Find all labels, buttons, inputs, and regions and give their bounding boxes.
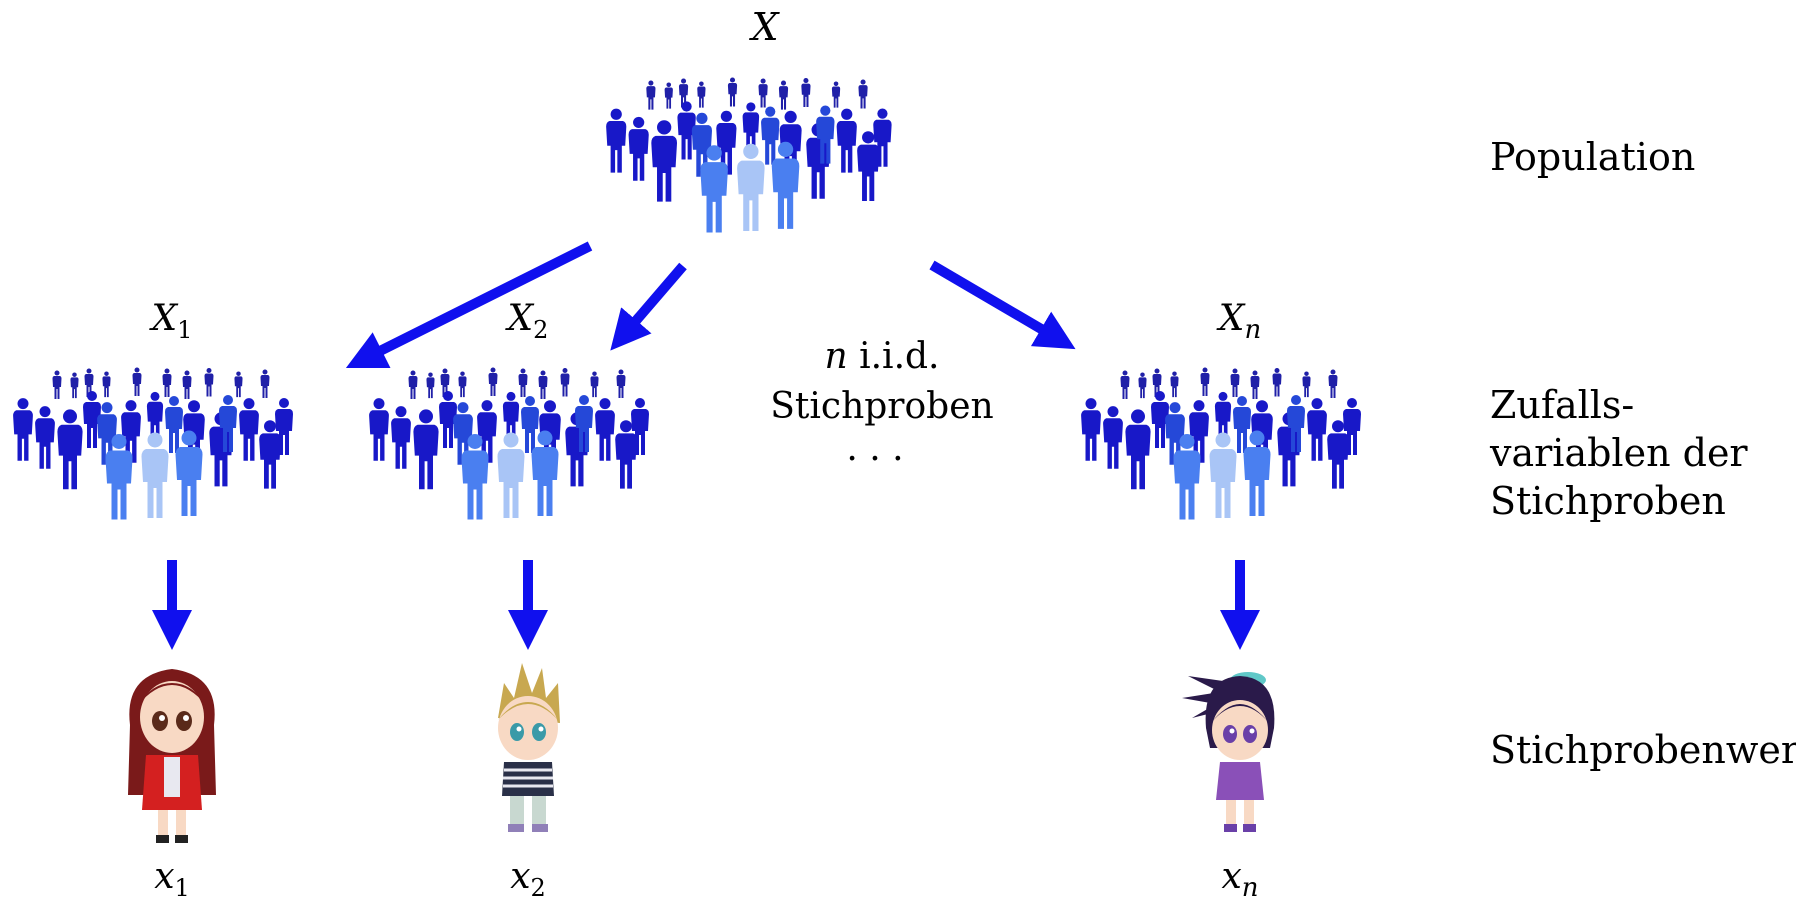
sample-var-2: X2 (505, 298, 549, 344)
iid-note-ellipsis: . . . (846, 428, 903, 469)
sample-value-n: xn (1221, 856, 1258, 903)
svg-text:X: X (748, 5, 780, 49)
sample-value-1: x1 (154, 856, 190, 902)
sample-crowd-n (1081, 368, 1361, 520)
iid-note-line1: n i.i.d. (824, 336, 939, 377)
row-label-random-vars-2: variablen der (1489, 431, 1748, 475)
arrow-to-sample-1 (345, 241, 593, 369)
sample-value-character-n (1182, 672, 1275, 832)
sample-var-n: Xn (1216, 298, 1261, 345)
sample-value-2: x2 (510, 856, 546, 902)
population-var: X (748, 5, 780, 49)
sampling-arrows (345, 241, 1076, 369)
sample-crowd-1 (13, 368, 293, 520)
sample-crowd-2 (369, 368, 649, 520)
iid-note-line2: Stichproben (770, 386, 993, 427)
row-label-random-vars-1: Zufalls- (1490, 383, 1634, 427)
observation-arrows (152, 560, 1260, 650)
row-label-random-vars-3: Stichproben (1490, 479, 1726, 523)
sample-var-1: X1 (149, 298, 193, 344)
arrow-to-sample-2 (610, 262, 687, 351)
sample-value-character-1 (128, 669, 216, 843)
row-label-sample-value: Stichprobenwert (1490, 728, 1796, 772)
sample-value-character-2 (496, 661, 562, 834)
arrow-to-sample-n (929, 260, 1076, 350)
population-crowd (606, 77, 891, 232)
row-label-population: Population (1490, 135, 1695, 179)
